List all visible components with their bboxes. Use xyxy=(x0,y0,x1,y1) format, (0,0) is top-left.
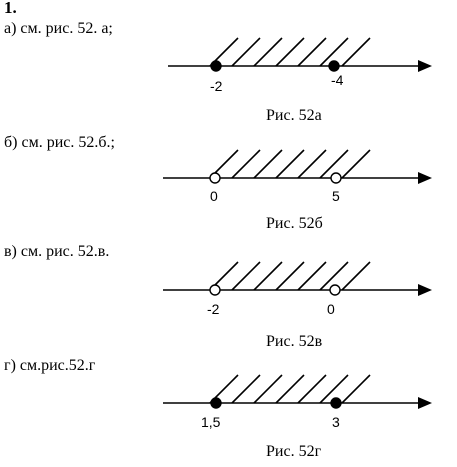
point-label: -2 xyxy=(210,78,223,94)
caption-52b: Рис. 52б xyxy=(266,215,323,232)
point-filled xyxy=(210,397,222,409)
axis-arrow xyxy=(418,284,432,296)
caption-52a: Рис. 52а xyxy=(266,107,322,124)
point-label: 1,5 xyxy=(201,414,221,430)
point-open xyxy=(329,284,341,296)
point-filled xyxy=(210,60,222,72)
number-line-c: -2 0 xyxy=(163,261,432,317)
problem-number: 1. xyxy=(4,0,17,17)
point-filled xyxy=(330,397,342,409)
point-label: 3 xyxy=(332,414,340,430)
axis-arrow xyxy=(418,60,432,72)
point-label: -2 xyxy=(207,301,220,317)
caption-52g: Рис. 52г xyxy=(266,443,322,460)
number-line-a: -2 -4 xyxy=(168,37,432,94)
point-label: 0 xyxy=(210,188,218,204)
point-label: -4 xyxy=(331,72,344,88)
item-d-text: г) см.рис.52.г xyxy=(4,357,96,374)
hatching xyxy=(209,149,371,179)
hatching xyxy=(209,261,371,291)
item-b-text: б) см. рис. 52.б.; xyxy=(4,134,115,151)
number-line-b: 0 5 xyxy=(163,149,432,204)
item-c-text: в) см. рис. 52.в. xyxy=(4,243,110,260)
point-open xyxy=(209,284,221,296)
caption-52v: Рис. 52в xyxy=(266,333,323,350)
axis-arrow xyxy=(418,397,432,409)
hatching xyxy=(209,374,371,404)
point-filled xyxy=(328,60,340,72)
point-label: 0 xyxy=(327,301,335,317)
number-line-d: 1,5 3 xyxy=(163,374,432,430)
axis-arrow xyxy=(418,172,432,184)
hatching xyxy=(209,37,371,67)
point-open xyxy=(330,172,342,184)
item-a-text: а) см. рис. 52. а; xyxy=(4,20,113,37)
point-open xyxy=(209,172,221,184)
point-label: 5 xyxy=(332,188,340,204)
